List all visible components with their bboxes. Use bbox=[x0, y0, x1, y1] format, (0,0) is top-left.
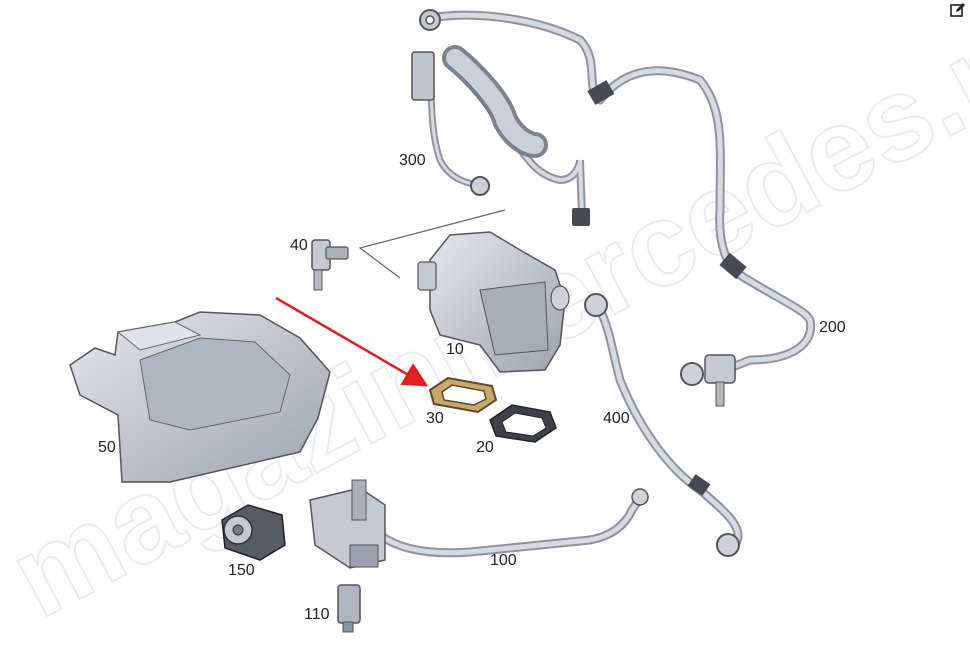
part-10-housing[interactable] bbox=[417, 231, 570, 373]
callout-200: 200 bbox=[819, 319, 846, 336]
part-50-cover[interactable] bbox=[69, 311, 331, 483]
part-300-hose[interactable] bbox=[411, 45, 590, 226]
leader-lines bbox=[358, 209, 506, 279]
part-40-sensor[interactable] bbox=[311, 239, 349, 291]
callout-400: 400 bbox=[603, 410, 630, 427]
part-200-hose[interactable] bbox=[419, 9, 816, 407]
callout-110: 110 bbox=[304, 606, 330, 623]
callout-10: 10 bbox=[446, 341, 464, 358]
callout-50: 50 bbox=[98, 439, 116, 456]
callout-30: 30 bbox=[426, 410, 444, 427]
callout-150: 150 bbox=[228, 562, 255, 579]
callout-300: 300 bbox=[399, 152, 426, 169]
part-150-actuator[interactable] bbox=[221, 504, 286, 561]
part-30-gasket[interactable] bbox=[428, 376, 498, 414]
edit-icon[interactable] bbox=[950, 2, 966, 18]
part-400-hose[interactable] bbox=[584, 293, 743, 557]
part-110-sensor[interactable] bbox=[337, 584, 361, 633]
part-20-gasket[interactable] bbox=[489, 404, 557, 443]
highlight-arrow bbox=[275, 296, 429, 387]
callout-40: 40 bbox=[290, 237, 308, 254]
callout-100: 100 bbox=[490, 552, 517, 569]
callout-20: 20 bbox=[476, 439, 494, 456]
part-100-pipe[interactable] bbox=[309, 479, 649, 569]
